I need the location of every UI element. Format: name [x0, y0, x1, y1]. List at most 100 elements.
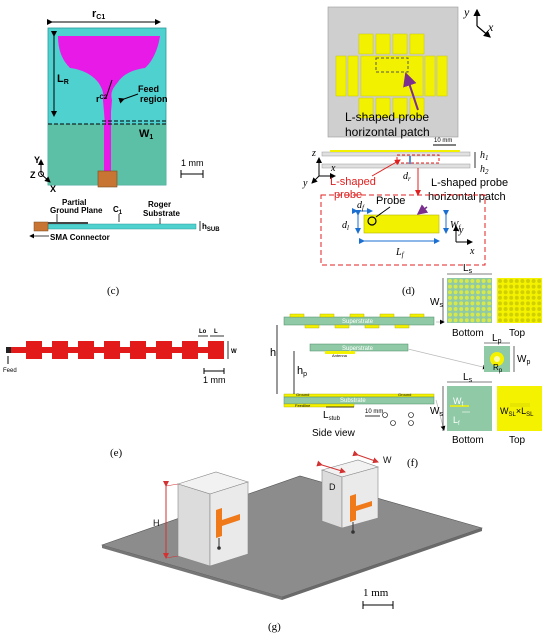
w-label-g: W: [383, 455, 392, 465]
side-view-label: Side view: [312, 428, 356, 439]
grid-dot: [520, 295, 525, 300]
rc2-label: r: [96, 94, 100, 104]
grid-dot: [509, 312, 514, 317]
roger-label: Roger: [148, 200, 171, 209]
h1-sub: 1: [485, 154, 489, 162]
grid-dot: [537, 295, 542, 300]
antenna-left: [216, 508, 240, 538]
superstrate-mid: [309, 343, 409, 352]
svg-text:C1: C1: [113, 205, 123, 216]
grid-dot: [487, 295, 492, 300]
grid-dot: [464, 279, 469, 283]
grid-dot: [537, 318, 542, 323]
scale-bar-g: 1 mm: [362, 587, 394, 609]
grid-dot: [448, 279, 452, 283]
callout-patch: horizontal patch: [428, 191, 506, 203]
grid-dot: [514, 301, 519, 306]
rp-sub: p: [499, 368, 503, 374]
grid-dot: [514, 290, 519, 295]
hsub-sub: SUB: [207, 227, 220, 233]
feedline-label: Feedline: [295, 403, 311, 408]
width-dimension: [352, 450, 379, 464]
grid-dot: [514, 284, 519, 289]
superstrate-views: Ls Ws Bottom Top: [430, 263, 542, 339]
c1-sub: 1: [119, 210, 123, 216]
wf-sub-f: f: [462, 402, 464, 408]
svg-text:Ws: Ws: [430, 406, 443, 418]
grid-dot: [459, 290, 464, 295]
wf-sub: f: [458, 224, 461, 232]
lp-sub: p: [498, 338, 502, 345]
grid-dot: [453, 301, 458, 306]
grid-dot: [464, 284, 469, 289]
svg-text:hSUB: hSUB: [202, 222, 220, 233]
block-left: [176, 471, 250, 567]
grid-dot: [453, 279, 458, 283]
meander-line: [10, 341, 224, 359]
grid-dot: [526, 307, 530, 311]
grid-dot: [459, 307, 464, 311]
grid-dot: [503, 318, 508, 323]
d-label-g: D: [329, 482, 336, 492]
caption-f: (f): [407, 457, 418, 469]
axes-xyz: Y Z X: [30, 155, 56, 194]
grid-dot: [448, 295, 452, 300]
side-view-c: Partial Ground Plane C1 Roger Substrate …: [29, 198, 220, 242]
grid-dot: [459, 301, 464, 306]
l-label-e: L: [214, 329, 218, 335]
grid-dot: [464, 318, 469, 323]
panel-g: H D W 1 mm (g): [101, 450, 483, 633]
radiating-patch: [58, 36, 160, 112]
grid-dot: [476, 295, 480, 300]
probe-text: Probe: [376, 195, 405, 207]
grid-dot: [503, 312, 508, 317]
axis-z-d: z: [311, 148, 316, 159]
grid-dot: [537, 290, 542, 295]
ws2-label: W: [430, 406, 440, 417]
grid-dot: [481, 295, 486, 300]
grid-dot: [520, 307, 525, 311]
grid-dot: [481, 279, 486, 283]
red-probe-label: L-shaped: [330, 176, 376, 188]
svg-text:hp: hp: [297, 365, 307, 378]
grid-dot: [514, 312, 519, 317]
grid-dot: [514, 295, 519, 300]
ls-label: L: [463, 263, 469, 274]
depth-dimension: [316, 460, 346, 474]
c1-label: C: [113, 205, 119, 214]
probe-label: L-shaped probe: [345, 110, 429, 124]
panel-e: Feed Lo L W 1 mm (e): [3, 329, 237, 459]
grid-dot: [509, 301, 514, 306]
ls2-label: L: [463, 372, 469, 383]
scale-label-g: 1 mm: [363, 587, 389, 599]
grid-dot: [498, 295, 502, 300]
ground-label-1: Ground: [296, 392, 309, 397]
top-label-1: Top: [509, 328, 526, 339]
grid-dot: [487, 301, 492, 306]
grid-dot: [531, 301, 536, 306]
probe-point: [367, 216, 377, 226]
connector-body: [97, 170, 118, 188]
df-sub: f: [362, 204, 365, 212]
w-label-e: W: [231, 349, 237, 355]
grid-dot: [453, 290, 458, 295]
grid-dot: [481, 307, 486, 311]
grid-dot: [487, 318, 492, 323]
grid-dot: [537, 307, 542, 311]
ls-sub: s: [469, 268, 473, 275]
h-label-f: h: [270, 347, 276, 359]
grid-dot: [487, 307, 492, 311]
rc1-sub: C1: [96, 14, 105, 21]
scale-label-e: 1 mm: [203, 375, 226, 385]
grid-dot: [448, 307, 452, 311]
grid-dot: [503, 307, 508, 311]
grid-dot: [464, 301, 469, 306]
cross-section-d: h1 h2 dr z x y L-shaped probe L-shaped p…: [302, 148, 508, 203]
grid-dot: [470, 279, 475, 283]
lsl-sub: SL: [526, 412, 534, 418]
antenna-label: Antenna: [332, 353, 348, 358]
grid-dot: [509, 290, 514, 295]
feed-region-label-2: region: [140, 94, 168, 104]
svg-text:Lf: Lf: [453, 415, 460, 427]
grid-dot: [453, 318, 458, 323]
